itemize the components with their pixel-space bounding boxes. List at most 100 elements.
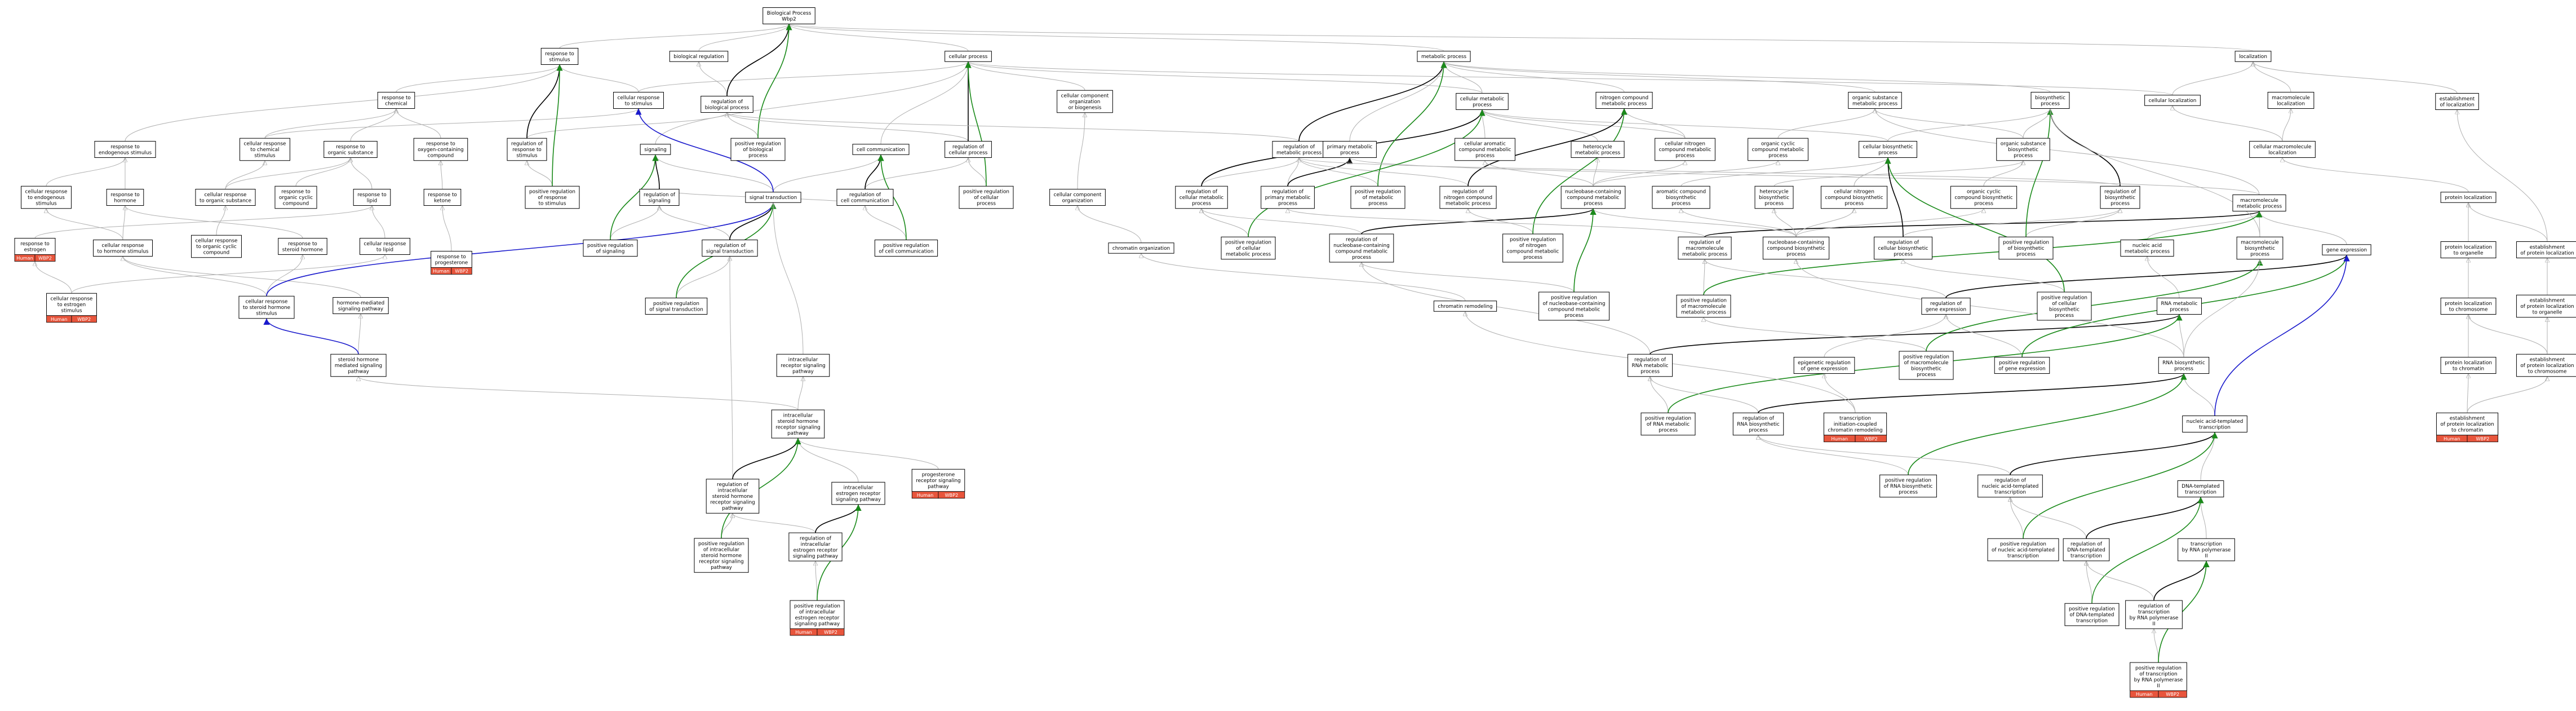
node-box	[790, 600, 845, 629]
edge-regulates	[635, 108, 774, 192]
node-box	[1762, 236, 1830, 260]
edge-is-a	[1650, 377, 1669, 413]
node-label: cellular response	[618, 95, 660, 101]
node-box	[195, 189, 256, 206]
node-label: positive regulation	[653, 301, 699, 307]
node-label: positive regulation	[963, 189, 1009, 195]
edge-is-a	[815, 561, 817, 601]
edge-is-a	[2259, 211, 2347, 245]
node-label: protein localization	[2445, 195, 2492, 201]
edge-is-a	[266, 255, 303, 297]
edge-is-a	[659, 205, 730, 240]
node-label: cellular response	[244, 142, 286, 147]
node-label: to chemical	[250, 147, 279, 153]
node-label: positive regulation	[1355, 189, 1401, 195]
node-label: of transcription	[2139, 672, 2177, 677]
node-label: of macromolecule	[1682, 304, 1726, 310]
node-label: intracellular	[801, 542, 831, 547]
node-label: stimulus	[254, 153, 276, 159]
node-label: regulation of	[849, 192, 881, 198]
edge-is-a	[2010, 497, 2024, 539]
node-label: nitrogen compound	[1600, 95, 1648, 101]
node-box	[1998, 236, 2054, 260]
species-tag-label: Human	[433, 268, 450, 274]
edge-is-a	[2025, 208, 2120, 237]
edge-is-a	[350, 108, 396, 142]
node-label: estrogen receptor	[793, 547, 838, 553]
node-box	[639, 189, 680, 206]
node-label: regulation of	[644, 192, 676, 198]
edge-is-a	[527, 160, 553, 187]
node-label: of protein localization	[2520, 304, 2574, 310]
node-label: regulation of	[800, 536, 832, 541]
node-label: of metabolic	[1363, 195, 1394, 201]
node-label: positive regulation	[794, 603, 840, 609]
node-label: transcription	[2185, 489, 2216, 495]
node-box	[106, 189, 144, 206]
edge-is-a	[1444, 61, 1625, 92]
go-term-node: regulation ofnucleobase-containingcompou…	[1329, 233, 1394, 263]
node-label: macromolecule	[2241, 240, 2279, 246]
node-label: compound metabolic	[1752, 147, 1804, 153]
node-label: heterocycle	[1583, 144, 1612, 150]
node-label: process	[1768, 153, 1788, 159]
node-label: positive regulation	[1645, 416, 1691, 422]
node-label: chromatin organization	[1112, 246, 1170, 251]
node-label: localization	[2239, 54, 2267, 60]
node-label: organic substance	[2001, 142, 2046, 147]
node-label: stimulus	[61, 308, 82, 314]
node-box	[14, 238, 56, 255]
node-box	[1996, 138, 2050, 161]
node-box	[1261, 186, 1315, 209]
node-label: compound	[283, 201, 309, 207]
go-term-node: chromatin remodeling	[1433, 301, 1497, 312]
node-label: ketone	[434, 198, 451, 204]
edge-is-a	[216, 206, 225, 236]
node-box	[1272, 141, 1326, 158]
node-label: estrogen	[24, 247, 46, 253]
node-label: cellular response	[51, 297, 93, 302]
node-label: process	[1749, 428, 1768, 434]
node-label: compound metabolic	[1459, 147, 1511, 153]
edge-is-a	[442, 206, 452, 251]
node-label: regulation of	[1634, 357, 1666, 363]
edge-is-a	[1705, 259, 1947, 298]
species-tag-label: Human	[795, 629, 812, 635]
node-label: establishment	[2450, 416, 2485, 422]
node-label: of gene expression	[1998, 366, 2046, 372]
node-label: process	[1352, 255, 1371, 260]
node-label: response to	[20, 241, 50, 247]
edge-is-a	[1681, 208, 1797, 237]
edge-is-a	[1078, 205, 1142, 243]
node-label: intracellular	[788, 357, 818, 363]
node-label: compound biosynthetic	[1825, 195, 1883, 201]
node-box	[959, 186, 1014, 209]
node-label: process	[1192, 201, 1211, 207]
node-label: pathway	[711, 565, 732, 571]
node-box	[831, 482, 885, 505]
edge-is-a	[358, 314, 361, 355]
edge-is-a	[798, 438, 939, 470]
edge-is-a	[1795, 208, 1984, 237]
node-label: metabolic process	[1852, 101, 1898, 107]
edge-is-a	[727, 112, 1300, 142]
go-term-node: signal transduction	[745, 192, 801, 203]
node-box	[1433, 301, 1497, 312]
edge-is-a	[610, 205, 659, 240]
node-label: protein localization	[2445, 360, 2492, 366]
